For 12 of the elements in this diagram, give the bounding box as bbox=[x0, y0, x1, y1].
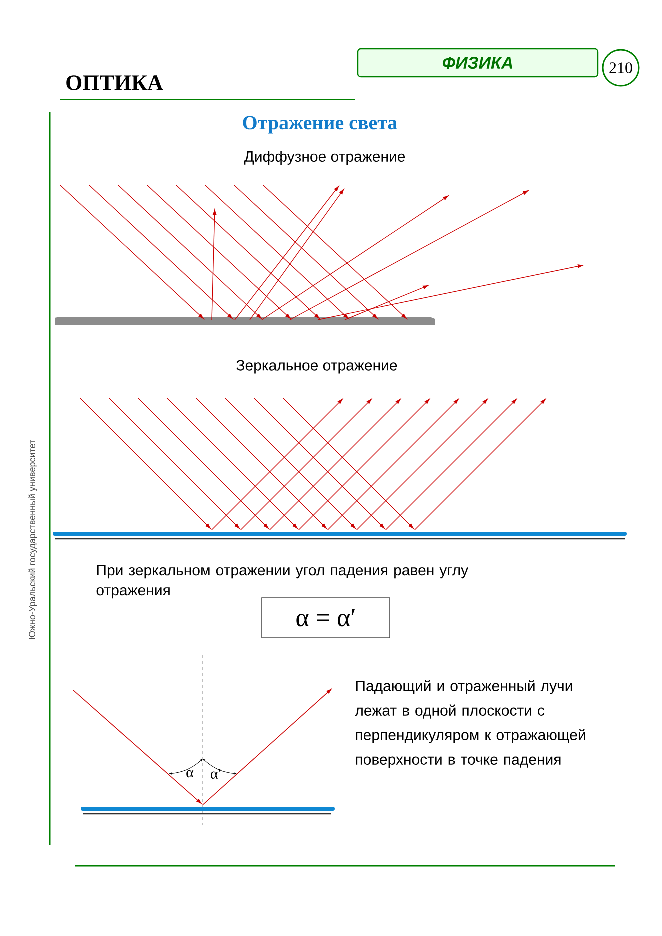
formula-box: α = α′ bbox=[262, 598, 390, 638]
side-text: Южно-Уральский государственный университет bbox=[28, 440, 38, 640]
subtitle: Зеркальное отражение bbox=[236, 360, 398, 374]
header-tab: ФИЗИКА bbox=[357, 48, 599, 78]
page-heading: ОПТИКА bbox=[66, 76, 164, 90]
page-number-badge: 210 bbox=[602, 49, 640, 87]
subtitle: Диффузное отражение bbox=[244, 151, 406, 165]
statement-text: Падающий и отраженный лучи лежат в одной плоскости с перпендикуляром к отражающей поверхности в точке падения bbox=[355, 680, 586, 768]
angle-label: α′ bbox=[211, 769, 221, 779]
statement-text: При зеркальном отражении угол падения равен углу отражения bbox=[96, 565, 469, 599]
angle-label: α bbox=[186, 770, 194, 778]
section-title: Отражение света bbox=[243, 116, 398, 134]
